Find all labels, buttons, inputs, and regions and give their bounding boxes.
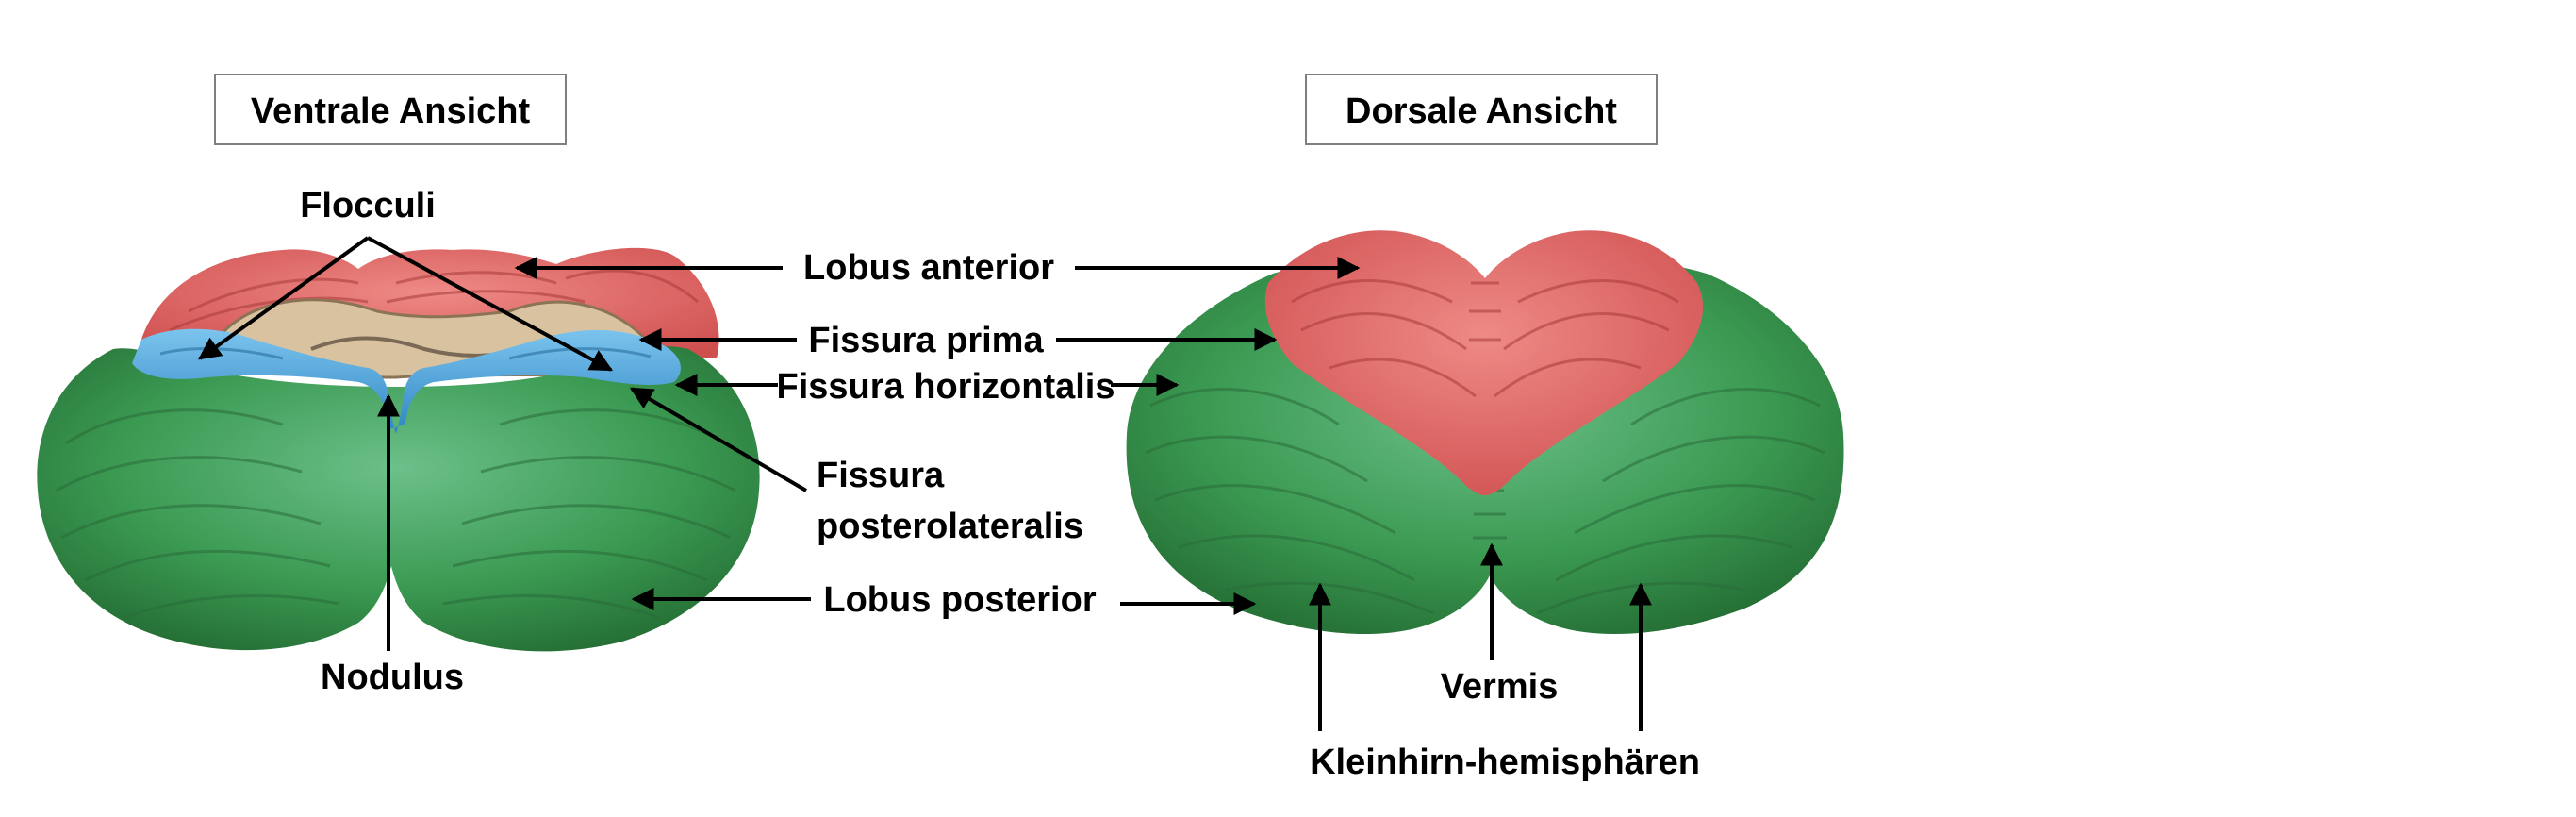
label-lobus-anterior: Lobus anterior — [803, 248, 1054, 288]
arrow-fissura-posterolateralis — [629, 387, 808, 492]
arrow-flocculi-left — [198, 236, 370, 360]
label-kleinhirn-hemispharen: Kleinhirn-hemisphären — [1310, 742, 1700, 782]
arrow-flocculi-right — [367, 236, 614, 372]
label-nodulus: Nodulus — [321, 658, 464, 697]
ventral-anterior-folia — [169, 269, 699, 332]
ventral-view: Ventrale Ansicht — [37, 74, 760, 652]
dorsal-view: Dorsale Ansicht — [1126, 74, 1844, 634]
ventral-lobus-posterior — [37, 346, 760, 652]
annotation-arrows — [198, 236, 1652, 731]
ventral-title: Ventrale Ansicht — [251, 92, 531, 131]
label-fissura-horizontalis: Fissura horizontalis — [777, 367, 1115, 407]
dorsal-title-box — [1305, 74, 1658, 145]
label-vermis: Vermis — [1441, 667, 1559, 707]
label-flocculi: Flocculi — [300, 186, 436, 225]
dorsal-lobus-anterior — [1264, 230, 1704, 495]
label-fissura-posterolateralis-line2: posterolateralis — [817, 507, 1083, 546]
dorsal-anterior-folia — [1291, 279, 1679, 398]
labels: Flocculi Lobus anterior Fissura prima Fi… — [300, 186, 1700, 782]
label-fissura-prima: Fissura prima — [808, 321, 1044, 360]
ventral-title-box — [214, 74, 567, 145]
dorsal-title: Dorsale Ansicht — [1346, 92, 1617, 131]
dorsal-posterior-folia — [1145, 388, 1825, 615]
label-fissura-posterolateralis-line1: Fissura — [817, 456, 945, 495]
label-lobus-posterior: Lobus posterior — [823, 580, 1096, 620]
